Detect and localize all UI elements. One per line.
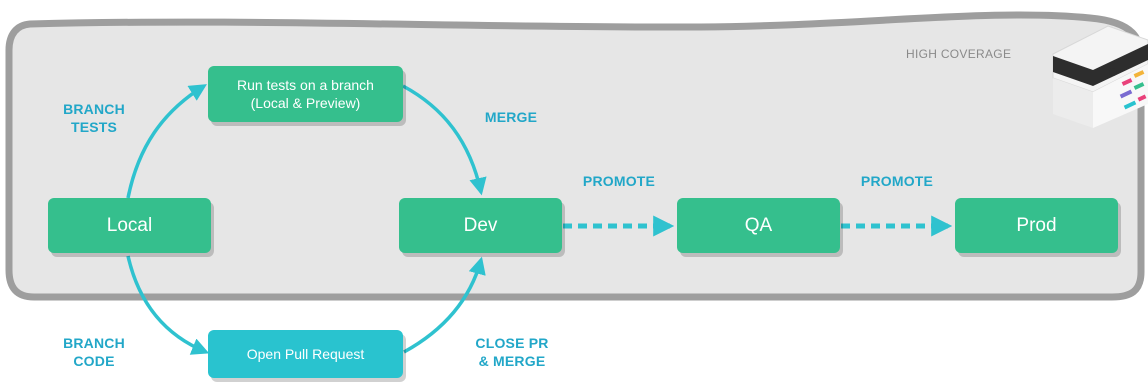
run-tests-line2: (Local & Preview) bbox=[250, 95, 361, 111]
close-pr-label: CLOSE PR & MERGE bbox=[462, 334, 562, 370]
open-pull-request-node[interactable]: Open Pull Request bbox=[208, 330, 403, 378]
arrow-branch-code bbox=[126, 255, 210, 355]
run-tests-text: Run tests on a branch (Local & Preview) bbox=[237, 76, 374, 112]
run-tests-node[interactable]: Run tests on a branch (Local & Preview) bbox=[208, 66, 403, 122]
prod-node[interactable]: Prod bbox=[955, 198, 1118, 253]
server-block-icon bbox=[1052, 25, 1148, 128]
branch-code-label: BRANCH CODE bbox=[52, 334, 136, 370]
branch-tests-label: BRANCH TESTS bbox=[52, 100, 136, 136]
branch-code-line2: CODE bbox=[73, 353, 115, 369]
merge-label: MERGE bbox=[484, 109, 538, 125]
arrow-branch-tests bbox=[126, 84, 207, 199]
qa-node[interactable]: QA bbox=[677, 198, 840, 253]
close-pr-line1: CLOSE PR bbox=[475, 335, 549, 351]
close-pr-line2: & MERGE bbox=[478, 353, 546, 369]
promote-qa-label: PROMOTE bbox=[582, 173, 656, 189]
dev-node[interactable]: Dev bbox=[399, 198, 562, 253]
branch-tests-line1: BRANCH bbox=[63, 101, 125, 117]
high-coverage-label: HIGH COVERAGE bbox=[906, 47, 1012, 61]
arrow-close-pr bbox=[403, 256, 486, 354]
branch-tests-line2: TESTS bbox=[70, 119, 118, 135]
run-tests-line1: Run tests on a branch bbox=[237, 77, 374, 93]
local-node[interactable]: Local bbox=[48, 198, 211, 253]
promote-prod-label: PROMOTE bbox=[860, 173, 934, 189]
arrow-merge bbox=[402, 84, 487, 196]
branch-code-line1: BRANCH bbox=[63, 335, 125, 351]
